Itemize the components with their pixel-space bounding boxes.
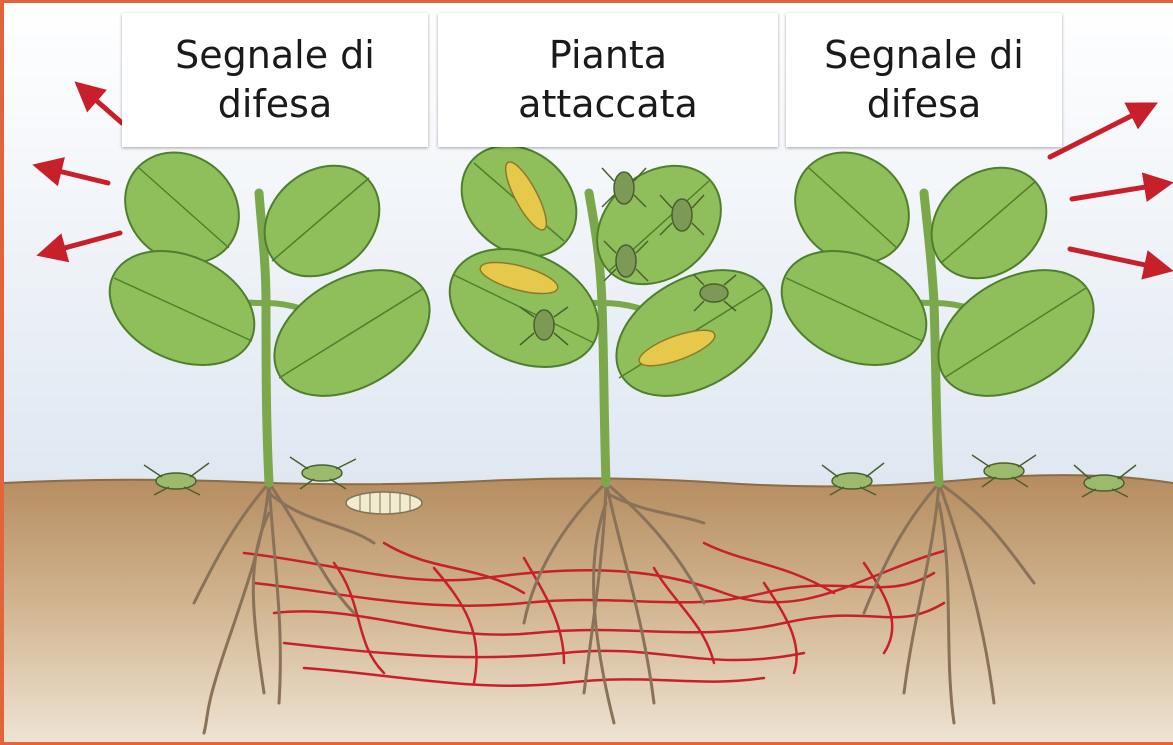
label-defense-signal-right: Segnale di difesa bbox=[786, 13, 1062, 147]
label-attacked-plant: Pianta attaccata bbox=[438, 13, 778, 147]
label-text: Segnale di difesa bbox=[175, 31, 375, 130]
label-defense-signal-left: Segnale di difesa bbox=[122, 13, 428, 147]
caterpillar-icon bbox=[346, 492, 422, 514]
soil-ground bbox=[4, 475, 1173, 742]
label-text: Pianta attaccata bbox=[518, 31, 698, 130]
label-text: Segnale di difesa bbox=[824, 31, 1024, 130]
